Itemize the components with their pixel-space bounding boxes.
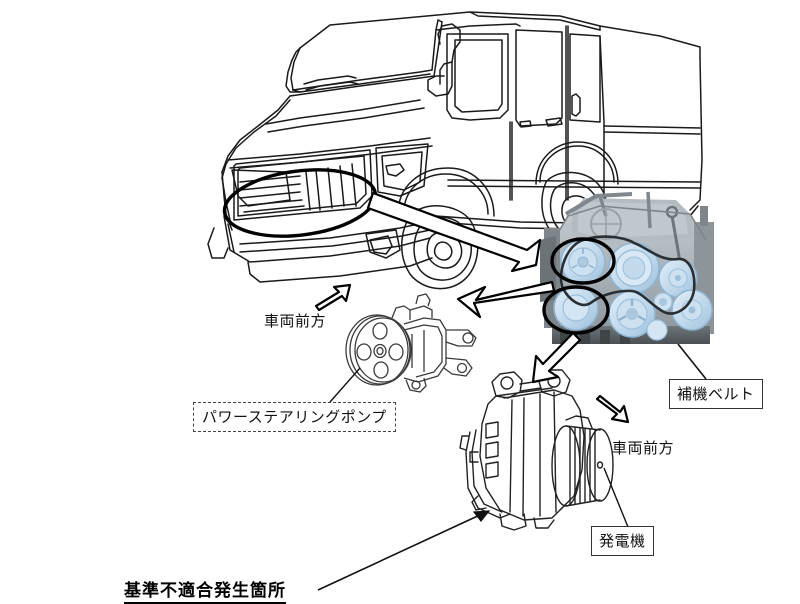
alternator-leader: [603, 467, 629, 528]
vehicle-front-arrow-left: [314, 283, 352, 312]
power-steering-pump-label: パワーステアリングポンプ: [193, 402, 396, 432]
power-steering-pump-leader: [329, 367, 361, 403]
engine-to-alternator-arrow: [531, 331, 582, 384]
engine-upper-pulley-ellipse: [550, 237, 616, 285]
engine-lower-pulley-ellipse: [542, 285, 610, 335]
vehicle-front-label-right: 車両前方: [612, 441, 675, 457]
grille-highlight-ellipse: [222, 168, 378, 238]
nonconformity-location-label: 基準不適合発生箇所: [124, 576, 286, 604]
vehicle-front-label-left: 車両前方: [264, 314, 327, 330]
vehicle-front-arrow-right: [595, 394, 630, 424]
grille-to-engine-arrow: [366, 191, 542, 273]
accessory-belt-label: 補機ベルト: [669, 379, 763, 409]
alternator-label: 発電機: [591, 526, 654, 556]
accessory-belt-leader: [677, 343, 707, 380]
nonconformity-leader: [317, 510, 491, 591]
engine-to-power-steering-arrow: [456, 280, 556, 319]
